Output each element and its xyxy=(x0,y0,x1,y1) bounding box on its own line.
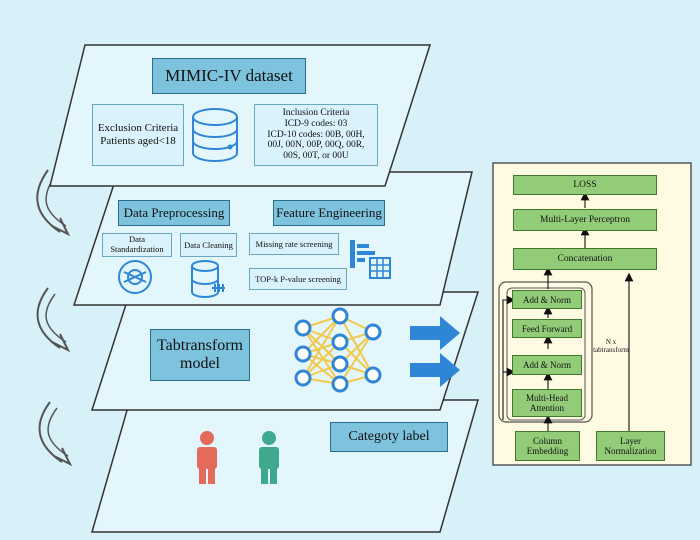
layer-normalization-box: Layer Normalization xyxy=(596,431,665,461)
repeat-label: N x tabtransform xyxy=(593,338,629,354)
mlp-box: Multi-Layer Perceptron xyxy=(513,209,657,231)
person-red-icon xyxy=(197,431,217,484)
database-icon xyxy=(192,108,238,162)
curved-arrow-2 xyxy=(36,287,71,353)
exclusion-criteria: Exclusion Criteria Patients aged<18 xyxy=(92,104,184,166)
cleaning-step: Data Cleaning xyxy=(180,233,237,257)
add-norm-top-box: Add & Norm xyxy=(512,290,582,309)
attention-box: Multi-Head Attention xyxy=(512,389,582,417)
dataset-title: MIMIC-IV dataset xyxy=(152,58,306,94)
model-title: Tabtransform model xyxy=(150,329,250,381)
architecture-arrows xyxy=(502,191,634,432)
neural-network-icon xyxy=(294,307,382,393)
person-green-icon xyxy=(259,431,279,484)
feature-title: Feature Engineering xyxy=(273,200,385,226)
chart-icon xyxy=(350,240,391,279)
preprocessing-title: Data Preprocessing xyxy=(118,200,230,226)
layer-panel-label xyxy=(91,399,479,533)
loss-box: LOSS xyxy=(513,175,657,195)
missing-rate-step: Missing rate screening xyxy=(249,233,339,255)
topk-step: TOP-k P-value screening xyxy=(249,268,347,290)
database-small-icon xyxy=(191,260,225,298)
curved-arrow-3 xyxy=(38,401,73,467)
concatenation-box: Concatenation xyxy=(513,248,657,270)
standardization-step: Data Standardization xyxy=(102,233,172,257)
add-norm-bottom-box: Add & Norm xyxy=(512,355,582,375)
feed-forward-box: Feed Forward xyxy=(512,319,582,338)
label-title: Categoty label xyxy=(330,422,448,452)
column-embedding-box: Column Embedding xyxy=(515,431,580,461)
inclusion-criteria: Inclusion Criteria ICD-9 codes: 03 ICD-1… xyxy=(254,104,378,166)
arrow-right-icon xyxy=(410,316,460,387)
gear-icon xyxy=(118,260,152,294)
